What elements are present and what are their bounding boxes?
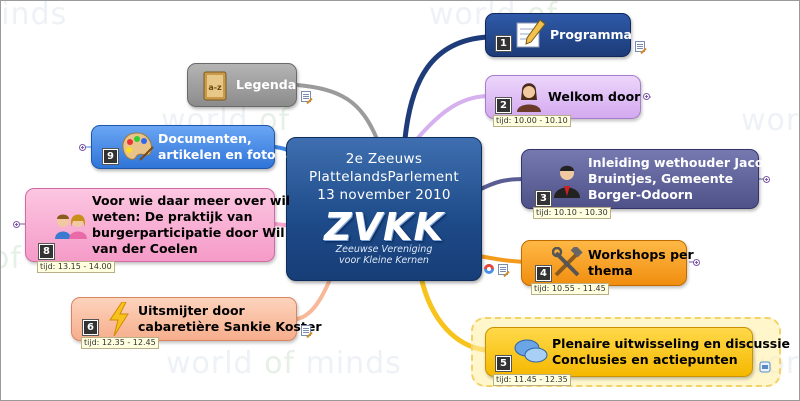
central-title-line: 13 november 2010 (317, 187, 451, 203)
topic-label: thema (588, 263, 633, 278)
topic-label: cabaretière Sankie Koster (138, 319, 322, 334)
lightning-icon (109, 302, 129, 336)
expand-plus-icon[interactable] (693, 259, 700, 266)
logo-subtitle: voor Kleine Kernen (339, 255, 429, 266)
topic-documenten[interactable]: Documenten, artikelen en foto's (91, 125, 287, 169)
speech-bubbles-icon (514, 339, 548, 363)
expand-plus-icon[interactable] (13, 221, 20, 228)
topic-label: Uitsmijter door (138, 303, 245, 318)
browser-link-icon[interactable] (483, 263, 495, 275)
topic-legenda[interactable]: a-z Legenda (187, 63, 297, 107)
tools-icon (552, 247, 583, 277)
couple-icon (55, 214, 87, 239)
topic-label: Borger-Odoorn (588, 187, 693, 202)
watermark: world of minds (166, 346, 402, 381)
topic-voor-wie-meer[interactable]: Voor wie daar meer over wil weten: De pr… (25, 188, 290, 262)
topic-label: van der Coelen (92, 241, 198, 256)
topic-label: Plenaire uitwisseling en discussie (552, 336, 791, 351)
topic-label: Documenten, (158, 131, 252, 146)
tijd-label: tijd: 13.15 - 14.00 (37, 261, 115, 273)
topic-label: artikelen en foto's (158, 147, 287, 162)
attachment-icon[interactable] (759, 361, 771, 373)
topic-label: Bruintjes, Gemeente (588, 171, 734, 186)
expand-plus-icon[interactable] (79, 144, 86, 151)
priority-4-badge: 4 (536, 266, 551, 281)
zvkk-logo: ZVKK (324, 205, 444, 249)
pencil-paper-icon (516, 19, 546, 48)
topic-uitsmijter[interactable]: Uitsmijter door cabaretière Sankie Koste… (71, 297, 321, 341)
note-icon[interactable] (301, 325, 311, 336)
topic-plenaire-uitwisseling[interactable]: Plenaire uitwisseling en discussie Concl… (485, 327, 790, 377)
note-icon[interactable] (301, 91, 311, 102)
expand-plus-icon[interactable] (643, 93, 650, 100)
watermark: world (741, 103, 800, 138)
priority-8-badge: 8 (39, 244, 54, 259)
expand-plus-icon[interactable] (763, 176, 770, 183)
topic-label: Programma (550, 27, 632, 42)
note-icon[interactable] (498, 264, 508, 275)
woman-icon (517, 83, 541, 112)
topic-label: Conclusies en actiepunten (552, 352, 738, 367)
note-icon[interactable] (635, 41, 645, 52)
palette-icon (122, 132, 154, 161)
priority-6-badge: 6 (83, 320, 98, 335)
topic-welkom-door[interactable]: Welkom door (485, 75, 641, 119)
central-title-line: 2e Zeeuws (345, 151, 423, 167)
topic-workshops-per-thema[interactable]: Workshops per thema (521, 240, 694, 286)
watermark: minds (1, 0, 68, 32)
tijd-label: tijd: 12.35 - 12.45 (81, 337, 159, 349)
central-topic[interactable]: 2e Zeeuws PlattelandsParlement 13 novemb… (286, 137, 482, 281)
topic-label: Voor wie daar meer over wil (92, 193, 291, 208)
topic-label: burgerparticipatie door Wil (92, 225, 285, 240)
logo-subtitle: Zeeuwse Vereniging (335, 244, 433, 255)
topic-label: weten: De praktijk van (92, 209, 253, 224)
tijd-label: tijd: 10.10 - 10.30 (533, 207, 611, 219)
priority-1-badge: 1 (496, 36, 511, 51)
topic-label: Workshops per (588, 247, 694, 262)
tijd-label: tijd: 10.55 - 11.45 (531, 283, 609, 295)
topic-label: Inleiding wethouder Jacob (588, 155, 773, 170)
tijd-label: tijd: 10.00 - 10.10 (493, 115, 571, 127)
priority-3-badge: 3 (536, 191, 551, 206)
legend-book-icon: a-z (203, 71, 227, 101)
topic-inleiding-wethouder[interactable]: Inleiding wethouder Jacob Bruintjes, Gem… (521, 149, 772, 209)
watermark: of (1, 241, 22, 276)
priority-5-badge: 5 (496, 356, 511, 371)
svg-text:a-z: a-z (208, 83, 222, 92)
topic-label: Legenda (236, 77, 297, 92)
priority-9-badge: 9 (103, 149, 118, 164)
businessman-icon (554, 165, 580, 198)
central-title-line: PlattelandsParlement (309, 169, 459, 185)
priority-2-badge: 2 (496, 98, 511, 113)
tijd-label: tijd: 11.45 - 12.35 (493, 374, 571, 386)
topic-label: Welkom door (548, 89, 641, 104)
